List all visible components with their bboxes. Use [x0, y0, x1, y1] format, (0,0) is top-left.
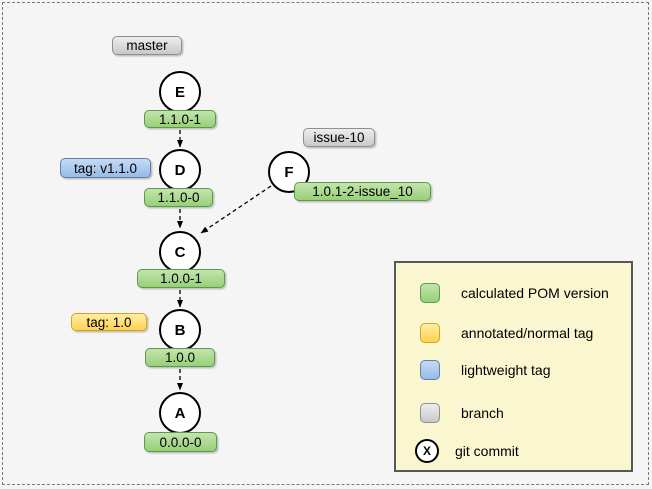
legend-item-git-commit: X git commit — [415, 439, 519, 463]
legend-item-annotated-tag: annotated/normal tag — [420, 321, 593, 345]
commit-node-b: B — [159, 309, 201, 351]
legend-item-lightweight-tag: lightweight tag — [420, 358, 551, 382]
legend-item-label: lightweight tag — [461, 362, 551, 378]
lightweight-tag-label: tag: v1.1.0 — [60, 158, 151, 178]
branch-label-issue-10: issue-10 — [303, 128, 375, 147]
version-label-d: 1.1.0-0 — [144, 188, 213, 207]
legend-item-label: calculated POM version — [461, 285, 609, 301]
legend-item-label: annotated/normal tag — [461, 325, 594, 341]
commit-circle-icon: X — [415, 439, 439, 463]
version-label-e: 1.1.0-1 — [144, 110, 216, 128]
annotated-tag-label: tag: 1.0 — [71, 313, 147, 331]
legend-item-branch: branch — [420, 401, 504, 425]
commit-node-d: D — [159, 149, 201, 191]
yellow-swatch-icon — [420, 323, 440, 343]
commit-node-c: C — [159, 231, 201, 273]
legend-box: calculated POM version annotated/normal … — [394, 261, 633, 472]
version-label-c: 1.0.0-1 — [137, 269, 225, 288]
version-label-b: 1.0.0 — [145, 348, 215, 367]
legend-item-calculated-pom-version: calculated POM version — [420, 281, 609, 305]
branch-label-master: master — [112, 36, 182, 55]
commit-node-a: A — [159, 392, 201, 434]
version-label-f: 1.0.1-2-issue_10 — [294, 182, 431, 201]
legend-item-label: git commit — [455, 443, 519, 459]
gray-swatch-icon — [420, 403, 440, 423]
version-label-a: 0.0.0-0 — [144, 432, 217, 452]
commit-node-e: E — [159, 71, 201, 113]
legend-item-label: branch — [461, 405, 504, 421]
edge-f-c — [200, 185, 272, 234]
blue-swatch-icon — [420, 360, 440, 380]
green-swatch-icon — [420, 283, 440, 303]
